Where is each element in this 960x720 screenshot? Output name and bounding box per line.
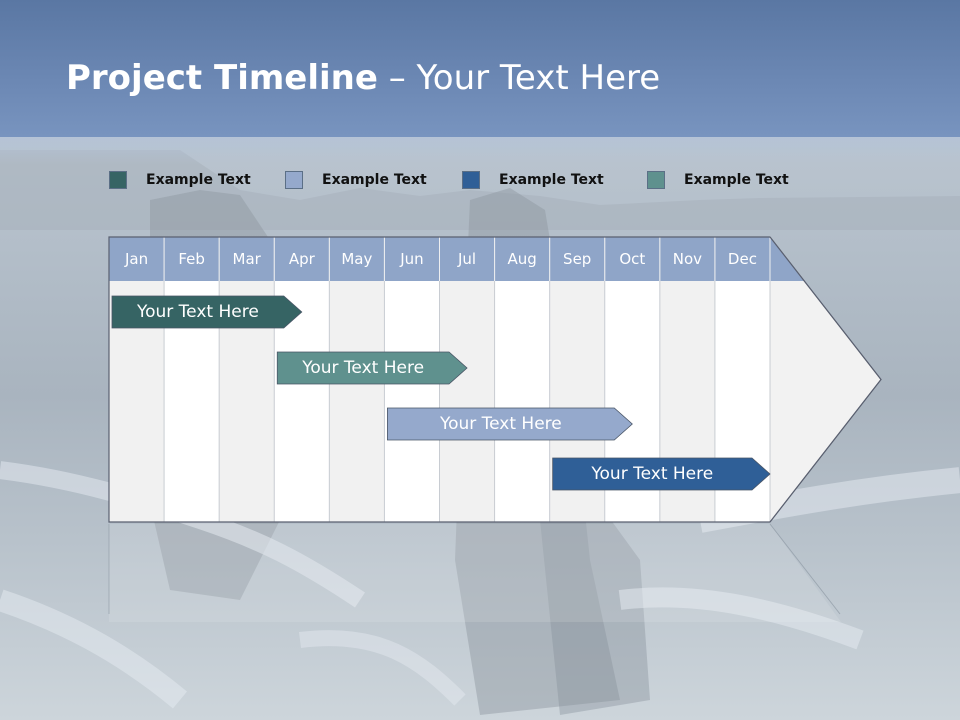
title-band-edge xyxy=(0,137,960,165)
month-label: Jul xyxy=(457,250,477,268)
legend-label: Example Text xyxy=(499,172,604,188)
month-label: Jun xyxy=(400,250,424,268)
legend-label: Example Text xyxy=(322,172,427,188)
legend-swatch xyxy=(462,171,480,189)
page-title-rest: – Your Text Here xyxy=(377,58,661,98)
task-bar xyxy=(552,457,771,491)
month-header-band xyxy=(109,237,804,281)
timeline-reflection xyxy=(109,524,841,622)
legend-swatch xyxy=(109,171,127,189)
task-bar xyxy=(387,407,633,441)
legend-swatch xyxy=(647,171,665,189)
legend-label: Example Text xyxy=(146,172,251,188)
month-label: Aug xyxy=(507,250,537,268)
month-label: Apr xyxy=(288,250,315,268)
task-label: Your Text Here xyxy=(591,464,714,484)
month-label: Jan xyxy=(124,250,149,268)
month-label: Nov xyxy=(672,250,702,268)
reflection-edge xyxy=(769,523,841,615)
month-label: Feb xyxy=(178,250,205,268)
month-label: Sep xyxy=(563,250,592,268)
month-label: Oct xyxy=(619,250,646,268)
month-label: Dec xyxy=(727,250,757,268)
task-label: Your Text Here xyxy=(136,302,259,322)
legend-swatch xyxy=(285,171,303,189)
page-title: Project Timeline – Your Text Here xyxy=(66,58,660,98)
task-label: Your Text Here xyxy=(302,358,425,378)
task-bar xyxy=(111,295,303,329)
month-label: May xyxy=(341,250,373,268)
month-column xyxy=(439,281,495,522)
page-title-bold: Project Timeline xyxy=(66,58,378,98)
month-column xyxy=(494,281,550,522)
month-label: Mar xyxy=(232,250,261,268)
timeline-arrow-outline xyxy=(769,236,882,523)
timeline-outline xyxy=(108,236,770,523)
legend-label: Example Text xyxy=(684,172,789,188)
month-column xyxy=(329,281,385,522)
task-bar xyxy=(276,351,468,385)
title-band xyxy=(0,0,960,137)
task-label: Your Text Here xyxy=(439,414,562,434)
month-column xyxy=(384,281,440,522)
